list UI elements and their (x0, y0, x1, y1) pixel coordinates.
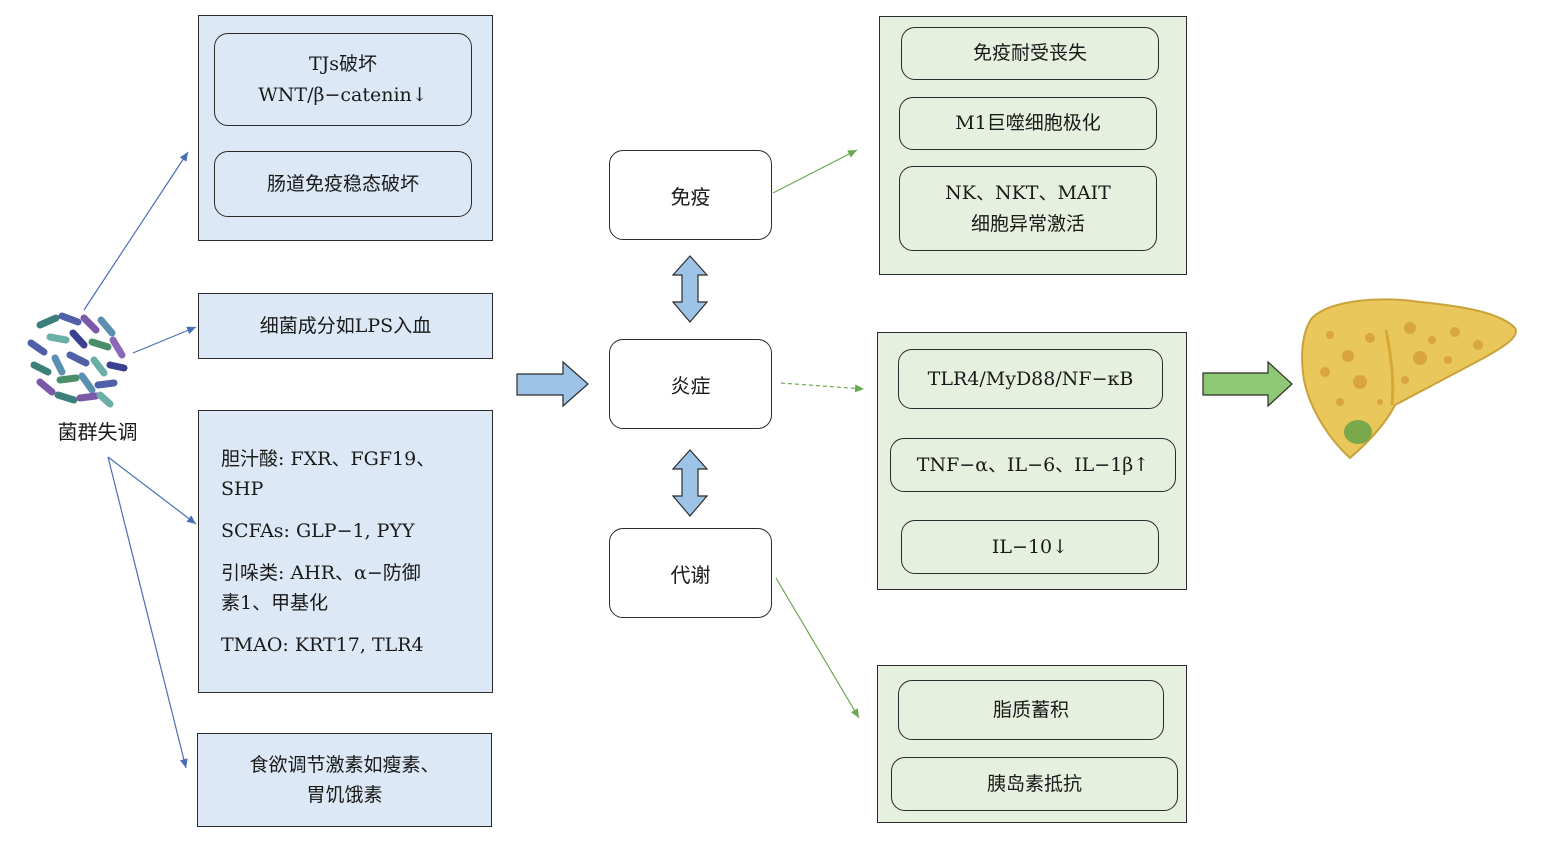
immune-effects-panel: 免疫耐受丧失 M1巨噬细胞极化 NK、NKT、MAIT 细胞异常激活 (879, 16, 1187, 275)
lipid-accumulation-text: 脂质蓄积 (992, 698, 1069, 721)
wnt-line: WNT/β−catenin↓ (258, 83, 428, 106)
double-arrow-inflammation-metabolism (671, 449, 709, 517)
cytokines-up-text: TNF−α、IL−6、IL−1β↑ (916, 453, 1150, 476)
indole-line-1: 引哚类: AHR、α−防御 (221, 562, 421, 584)
hormones-box: 食欲调节激素如瘦素、 胃饥饿素 (197, 733, 492, 827)
bile-acid-entry: 胆汁酸: FXR、FGF19、 SHP (221, 444, 492, 504)
m1-macrophage-text: M1巨噬细胞极化 (955, 112, 1101, 134)
microbes-label: 菌群失调 (57, 420, 138, 444)
immune-node: 免疫 (609, 150, 772, 240)
tmao-entry: TMAO: KRT17, TLR4 (221, 630, 492, 660)
fatty-liver-icon (1301, 298, 1517, 460)
lipid-accumulation-box: 脂质蓄积 (898, 680, 1164, 740)
bile-acid-line-1: 胆汁酸: FXR、FGF19、 (221, 448, 436, 470)
il10-text: IL−10↓ (991, 535, 1069, 558)
m1-macrophage-box: M1巨噬细胞极化 (899, 97, 1157, 150)
gut-immune-text: 肠道免疫稳态破坏 (266, 172, 419, 195)
cytokines-up-box: TNF−α、IL−6、IL−1β↑ (890, 438, 1176, 492)
inflammation-node: 炎症 (609, 339, 772, 429)
nk-cells-line-2: 细胞异常激活 (970, 212, 1085, 235)
tj-wnt-box: TJs破坏 WNT/β−catenin↓ (214, 33, 472, 126)
tj-line: TJs破坏 (308, 52, 378, 75)
inflammation-node-label: 炎症 (670, 373, 711, 398)
block-arrow-to-liver (1202, 360, 1293, 408)
nk-cells-box: NK、NKT、MAIT 细胞异常激活 (899, 166, 1157, 251)
arrow-microbes-to-lps (132, 326, 197, 354)
double-arrow-immune-inflammation (671, 255, 709, 323)
arrow-inflammation-to-right (780, 382, 865, 393)
metabolism-effects-panel: 脂质蓄积 胰岛素抵抗 (877, 665, 1187, 823)
tmao-line: TMAO: KRT17, TLR4 (221, 634, 424, 656)
bacteria-cluster-icon (27, 312, 128, 408)
lps-text: 细菌成分如LPS入血 (259, 315, 432, 337)
immune-node-label: 免疫 (670, 184, 711, 209)
block-arrow-to-inflammation (516, 360, 589, 408)
scfa-entry: SCFAs: GLP−1, PYY (221, 516, 492, 546)
immune-tolerance-box: 免疫耐受丧失 (901, 27, 1159, 80)
hormones-line-2: 胃饥饿素 (306, 784, 383, 806)
arrow-immune-to-right (772, 149, 858, 194)
hormones-line-1: 食欲调节激素如瘦素、 (249, 754, 440, 776)
nk-cells-line-1: NK、NKT、MAIT (945, 181, 1111, 204)
metabolism-node: 代谢 (609, 528, 772, 618)
metabolism-node-label: 代谢 (670, 562, 711, 587)
il10-box: IL−10↓ (901, 520, 1159, 574)
lps-box: 细菌成分如LPS入血 (198, 293, 493, 359)
immune-tolerance-text: 免疫耐受丧失 (972, 42, 1087, 64)
tlr4-box: TLR4/MyD88/NF−κB (898, 349, 1163, 409)
metabolites-box: 胆汁酸: FXR、FGF19、 SHP SCFAs: GLP−1, PYY 引哚… (198, 410, 493, 693)
indole-line-2: 素1、甲基化 (221, 592, 329, 614)
indole-entry: 引哚类: AHR、α−防御 素1、甲基化 (221, 558, 492, 618)
tlr4-text: TLR4/MyD88/NF−κB (927, 367, 1134, 390)
scfa-line: SCFAs: GLP−1, PYY (221, 520, 415, 542)
arrow-microbes-to-metabolites (107, 456, 197, 525)
gut-immune-box: 肠道免疫稳态破坏 (214, 151, 472, 217)
inflammation-effects-panel: TLR4/MyD88/NF−κB TNF−α、IL−6、IL−1β↑ IL−10… (877, 332, 1187, 590)
barrier-panel: TJs破坏 WNT/β−catenin↓ 肠道免疫稳态破坏 (198, 15, 493, 241)
arrow-microbes-to-barrier (83, 151, 189, 311)
insulin-resistance-box: 胰岛素抵抗 (891, 757, 1178, 811)
arrow-microbes-to-hormones (107, 456, 188, 769)
insulin-resistance-text: 胰岛素抵抗 (986, 772, 1082, 795)
bile-acid-line-2: SHP (221, 478, 264, 500)
arrow-metabolism-to-right (775, 577, 860, 719)
